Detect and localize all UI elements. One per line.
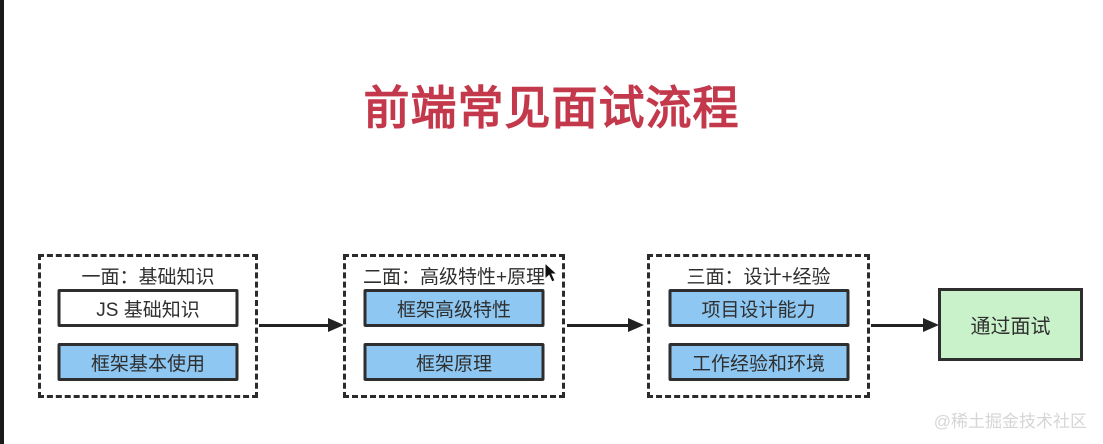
mouse-pointer-icon <box>544 263 559 283</box>
topic-js-basics: JS 基础知识 <box>57 289 239 327</box>
result-pass-interview: 通过面试 <box>938 288 1083 361</box>
stage-round-2-label: 二面：高级特性+原理 <box>362 267 546 288</box>
stage-round-1-label: 一面：基础知识 <box>81 267 215 288</box>
topic-framework-advanced-features: 框架高级特性 <box>363 289 545 327</box>
topic-framework-principles: 框架原理 <box>363 343 545 381</box>
topic-framework-basic-usage: 框架基本使用 <box>57 343 239 381</box>
watermark: @稀土掘金技术社区 <box>933 412 1087 431</box>
flow-arrow-2 <box>567 318 644 332</box>
left-edge-bar <box>0 0 4 444</box>
stage-round-3-label: 三面：设计+经验 <box>686 267 831 288</box>
stage-round-3: 三面：设计+经验 项目设计能力 工作经验和环境 <box>647 254 870 398</box>
page-title: 前端常见面试流程 <box>363 82 740 134</box>
flow-arrow-3 <box>871 318 939 332</box>
topic-project-design-ability: 项目设计能力 <box>668 289 849 327</box>
stage-round-1: 一面：基础知识 JS 基础知识 框架基本使用 <box>38 254 258 398</box>
topic-work-experience-environment: 工作经验和环境 <box>668 343 849 381</box>
stage-round-2: 二面：高级特性+原理 框架高级特性 框架原理 <box>343 254 565 398</box>
flow-arrow-1 <box>259 318 344 332</box>
